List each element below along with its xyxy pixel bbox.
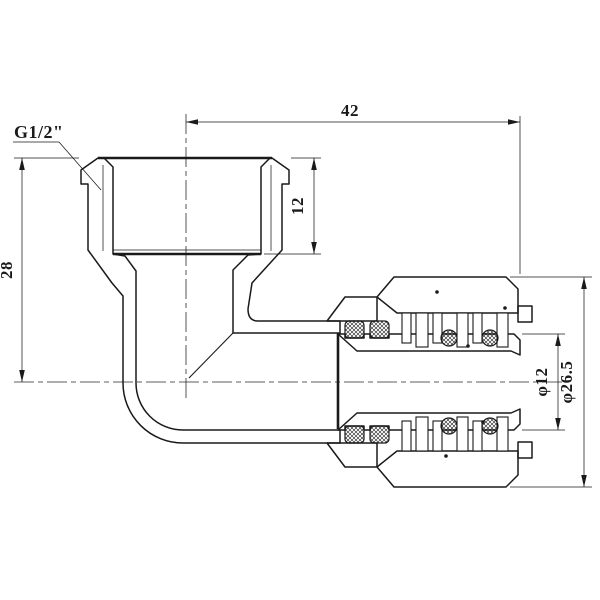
reference-dot <box>481 420 485 424</box>
body-left-wall-section <box>80 157 341 444</box>
dimension-phi12: φ12 <box>522 333 565 431</box>
compression-nut <box>376 276 533 488</box>
nut-mouth-ring-bottom <box>517 441 533 459</box>
grip-tooth <box>456 416 469 452</box>
grip-tooth <box>496 416 509 452</box>
grip-tooth <box>415 416 429 452</box>
grip-tooth <box>401 312 412 344</box>
reference-dot <box>444 454 448 458</box>
dimension-28: 28 <box>0 157 79 382</box>
dimension-phi26-5: φ26.5 <box>510 276 592 488</box>
collar-top-section <box>326 296 378 322</box>
dimension-label-phi12: φ12 <box>532 367 551 396</box>
thread-label: G1/2" <box>14 122 64 142</box>
seal-ring <box>440 417 458 435</box>
nut-top-section <box>376 276 519 314</box>
arrowhead <box>555 418 561 430</box>
arrowhead <box>581 277 587 289</box>
dimension-label-12: 12 <box>288 197 307 215</box>
grip-tooth <box>432 312 443 344</box>
arrowhead <box>19 370 25 382</box>
thread-callout: G1/2" <box>13 122 102 191</box>
grip-tooth <box>456 312 469 348</box>
seal-ring <box>440 329 458 347</box>
grip-tooth <box>472 420 483 452</box>
seal-ring <box>481 329 499 347</box>
leader-line <box>58 141 102 191</box>
grip-tooth <box>401 420 412 452</box>
dimension-label-42: 42 <box>341 101 359 120</box>
o-ring <box>369 320 390 339</box>
dimension-12: 12 <box>264 157 321 255</box>
reference-dots <box>435 290 507 458</box>
arrowhead <box>311 242 317 254</box>
arrowhead <box>581 475 587 487</box>
grip-tooth <box>496 312 509 348</box>
seal-ring <box>481 417 499 435</box>
nut-bottom-section <box>376 450 519 488</box>
arrowhead <box>186 119 198 125</box>
miter-edge <box>188 332 234 379</box>
body-right-wall-section <box>232 157 341 334</box>
arrowhead <box>508 119 520 125</box>
dimension-label-28: 28 <box>0 261 16 279</box>
grip-tooth <box>472 312 483 344</box>
nut-mouth-ring-top <box>517 305 533 323</box>
collar-bottom-section <box>326 442 378 468</box>
arrowhead <box>555 334 561 346</box>
reference-dot <box>503 306 507 310</box>
reference-dot <box>435 290 439 294</box>
grip-ring-teeth <box>401 312 509 452</box>
arrowhead <box>19 158 25 170</box>
o-ring <box>344 425 365 444</box>
grip-tooth <box>432 420 443 452</box>
dimension-42: 42 <box>186 101 521 274</box>
dimension-label-phi26-5: φ26.5 <box>557 361 576 404</box>
seals <box>344 320 499 444</box>
reference-dot <box>466 344 470 348</box>
o-ring <box>369 425 390 444</box>
arrowhead <box>311 158 317 170</box>
o-ring <box>344 320 365 339</box>
centerlines <box>14 114 562 398</box>
grip-tooth <box>415 312 429 348</box>
